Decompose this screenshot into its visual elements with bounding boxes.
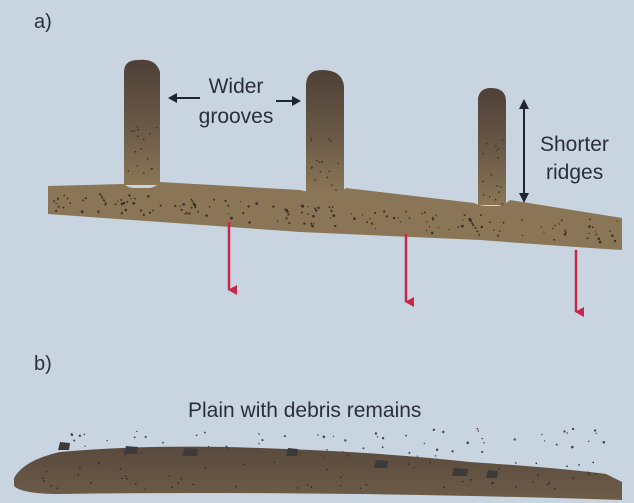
debris-block [58,442,70,450]
ridge-middle [306,70,344,193]
debris-block [452,468,468,476]
debris-block [286,448,298,456]
wider-label-line1: Wider [196,76,276,97]
plain-caption: Plain with debris remains [188,400,421,421]
debris-block [374,460,388,468]
shorter-label-line1: Shorter [540,134,609,155]
debris-block [486,470,498,478]
debris-block [182,448,198,456]
groove-arrow-right [276,96,301,106]
eroded-plain [14,447,622,500]
panel-a-label: a) [34,12,52,32]
panel-b-label: b) [34,354,52,374]
debris-block [124,446,138,454]
ridge-left [124,60,160,185]
ridge-right [478,88,506,205]
grooves-label-line2: grooves [186,106,286,127]
ridges-label-line2: ridges [546,162,603,183]
ridge-height-arrow [519,99,529,203]
